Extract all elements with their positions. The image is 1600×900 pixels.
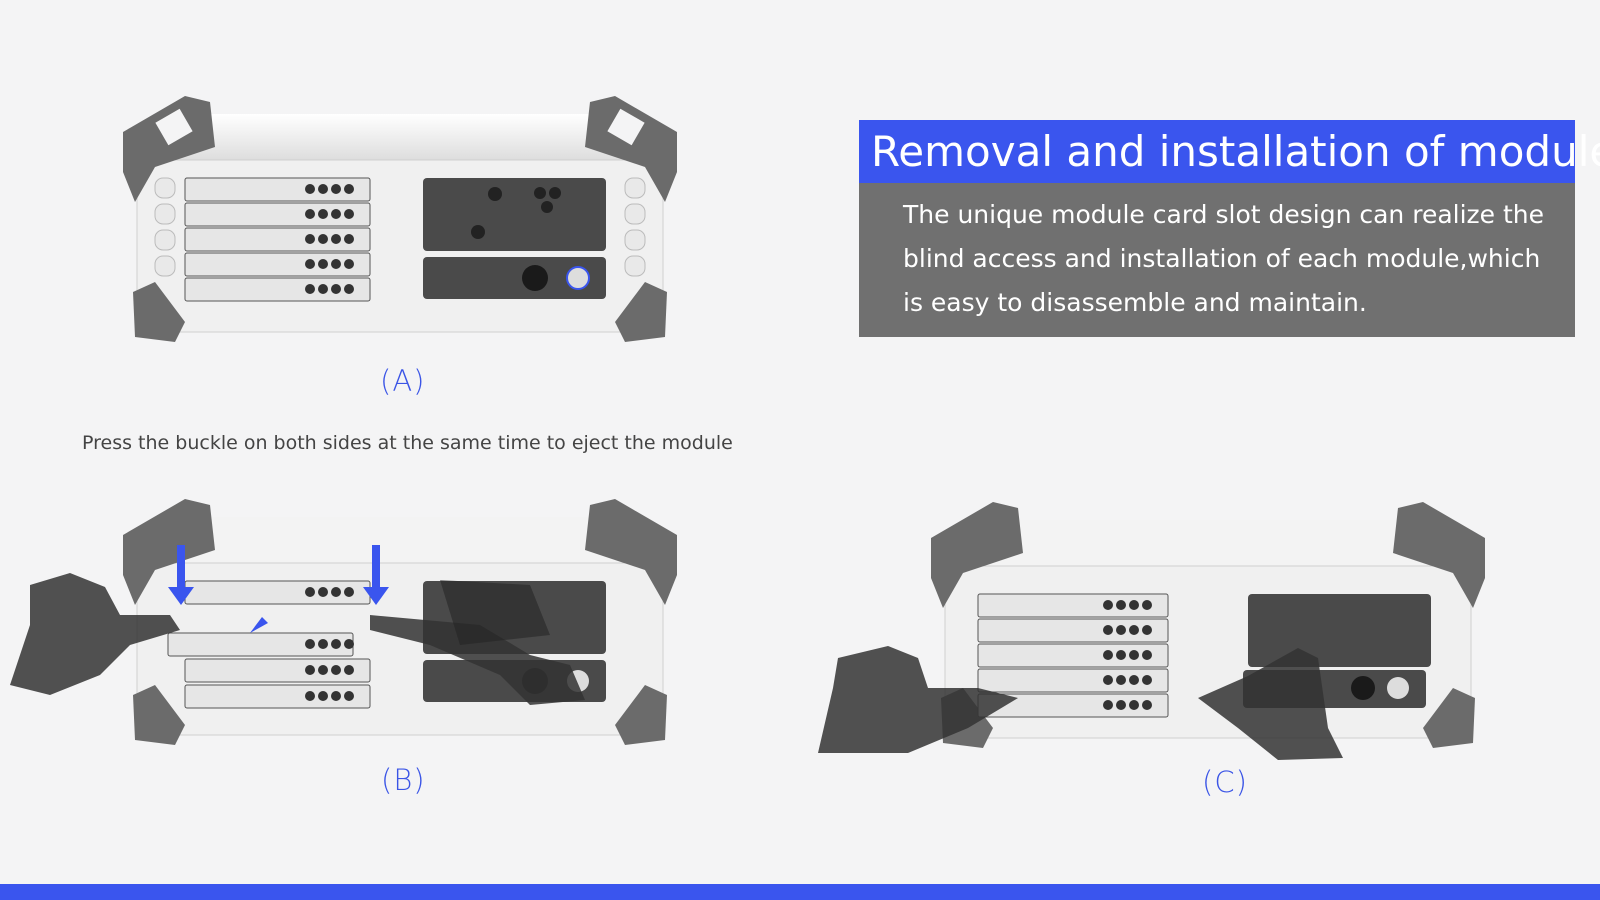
- caption-c: (C): [1202, 765, 1248, 799]
- bottom-accent-bar: [0, 884, 1600, 900]
- caption-a: (A): [380, 364, 426, 398]
- info-box: Removal and installation of module The u…: [859, 120, 1600, 337]
- device-image-b: [10, 499, 677, 745]
- info-title: Removal and installation of module: [859, 120, 1600, 183]
- info-body: The unique module card slot design can r…: [859, 183, 1575, 337]
- instruction-text: Press the buckle on both sides at the sa…: [82, 432, 733, 454]
- device-image-a: [123, 96, 677, 342]
- caption-b: (B): [381, 763, 426, 797]
- device-image-c: [818, 502, 1485, 760]
